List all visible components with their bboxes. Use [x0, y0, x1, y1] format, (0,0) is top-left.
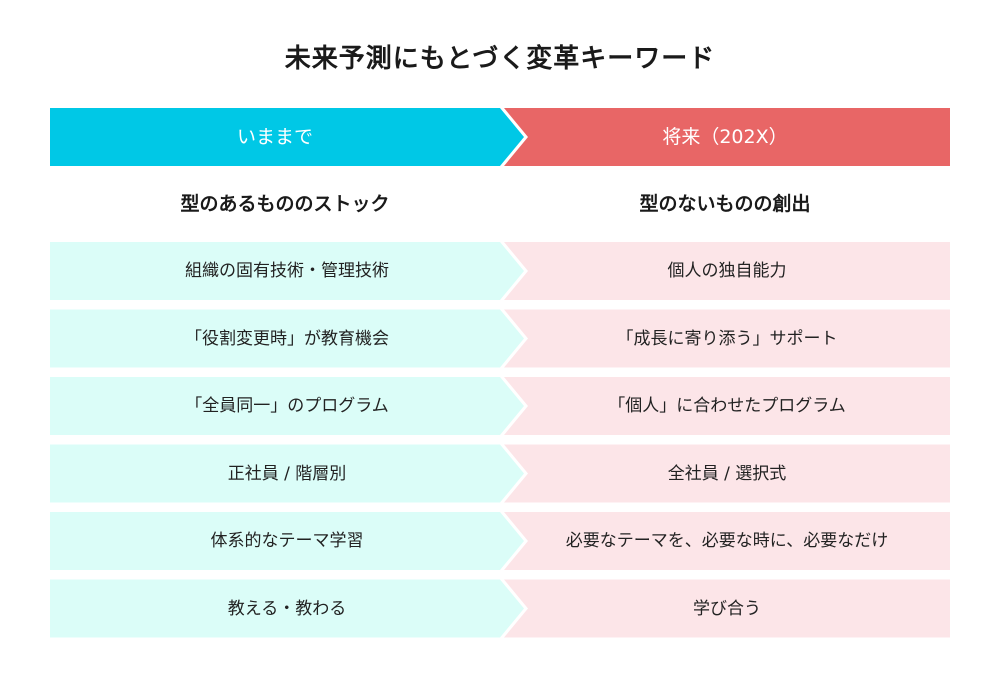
- right-row-band: [504, 309, 950, 368]
- left-row-label: 「役割変更時」が教育機会: [185, 328, 389, 349]
- left-row-arrow: [50, 444, 524, 503]
- right-row-band: [504, 242, 950, 300]
- left-row-label: 体系的なテーマ学習: [210, 531, 364, 551]
- right-row-band: [504, 512, 950, 570]
- right-subheader: 型のないものの創出: [639, 193, 811, 215]
- left-row-arrow: [50, 512, 524, 570]
- left-row-label: 正社員 / 階層別: [227, 463, 347, 484]
- left-row-label: 「全員同一」のプログラム: [185, 396, 389, 416]
- right-row-band: [504, 579, 950, 638]
- right-row-label: 学び合う: [693, 598, 761, 619]
- left-header-label: いままで: [236, 126, 313, 148]
- right-row-band: [504, 377, 950, 435]
- left-row-arrow: [50, 309, 524, 368]
- right-header-label: 将来（202X）: [662, 126, 788, 148]
- left-row-label: 組織の固有技術・管理技術: [185, 261, 389, 281]
- right-row-band: [504, 444, 950, 503]
- right-row-label: 「個人」に合わせたプログラム: [608, 396, 846, 416]
- right-header-band: [504, 108, 950, 166]
- left-header-arrow: [50, 108, 524, 166]
- right-row-label: 「成長に寄り添う」サポート: [616, 328, 838, 349]
- left-row-label: 教える・教わる: [227, 598, 347, 619]
- left-row-arrow: [50, 579, 524, 638]
- right-row-label: 個人の独自能力: [667, 261, 787, 281]
- left-row-arrow: [50, 242, 524, 300]
- left-row-arrow: [50, 377, 524, 435]
- right-row-label: 必要なテーマを、必要な時に、必要なだけ: [565, 531, 889, 551]
- right-row-label: 全社員 / 選択式: [667, 463, 787, 484]
- left-subheader: 型のあるもののストック: [180, 193, 390, 215]
- page-title: 未来予測にもとづく変革キーワード: [284, 44, 716, 74]
